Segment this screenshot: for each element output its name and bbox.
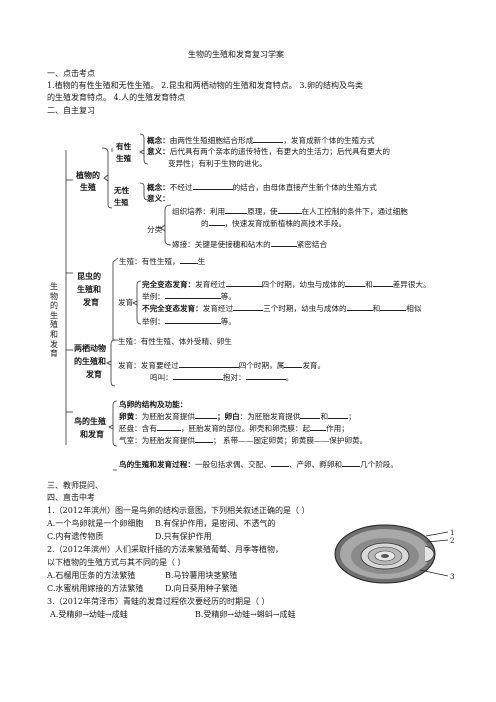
- insect-label-2: 生殖和: [77, 284, 101, 294]
- insect-develop-label: 发育: [118, 298, 134, 307]
- egg-disc: 胚盘：含有，胚胎发育的部位。卵壳和卵壳膜：起作用；: [119, 424, 349, 433]
- section-1-line-1: 1.植物的有性生殖和无性生殖。 2.昆虫和两栖动物的生殖和发育特点。 3.卵的结…: [47, 81, 363, 90]
- sexual-label-1: 有性: [116, 142, 132, 151]
- question-2: 2.（2012年滨州）人们采取扦插的方法来繁殖葡萄、月季等植物，: [47, 545, 283, 554]
- plant-label-1: 植物的: [76, 170, 100, 180]
- amphibian-calling: 鸣叫：抱对：。: [150, 373, 294, 382]
- insect-reproduction: 生殖：有性生殖，生: [119, 257, 206, 266]
- egg-yolk-albumen: 卵黄：为胚胎发育提供；卵白：为胚胎发育提供和；: [119, 412, 356, 421]
- asexual-label-1: 无性: [114, 186, 130, 195]
- question-1-option-a: A.一个鸟卵就是一个卵细胞: [47, 519, 144, 528]
- question-2-option-a: A.石榴用压条的方法繁殖: [47, 571, 136, 580]
- question-1: 1.（2012年滨州）图一是鸟卵的结构示意图，下列相关叙述正确的是（ ）: [47, 506, 310, 515]
- complete-metamorphosis: 完全变态发育：发育经过四个时期，幼虫与成体的和差异很大。: [142, 280, 431, 289]
- classify-label: 分类: [147, 225, 163, 234]
- insect-label-1: 昆虫的: [77, 271, 101, 281]
- tissue-culture-line-2: 的，快速发育成新植株的高技术手段。: [201, 219, 347, 228]
- root-char: 生: [50, 282, 58, 291]
- sexual-concept: 概念：由两性生殖细胞结合形成，发育成新个体的生殖方式: [147, 136, 375, 145]
- amphibian-label-2: 的生殖和: [74, 356, 106, 366]
- asexual-meaning: 意义：: [147, 194, 170, 203]
- asexual-label-2: 生殖: [114, 198, 129, 207]
- sexual-meaning-2: 变异性；有利于生物的进化。: [168, 159, 267, 168]
- complete-example: 举例：等。: [142, 292, 236, 301]
- question-1-option-c: C.内有遗传物质: [47, 532, 104, 541]
- incomplete-metamorphosis: 不完全变态发育：发育经过三个时期，幼虫与成体的和相似: [142, 304, 422, 313]
- section-1-line-2: 的生殖发育特点。 4.人的生殖发育特点: [47, 93, 186, 102]
- root-char: 育: [50, 349, 58, 359]
- section-3-heading: 三、教师提问、: [47, 481, 103, 490]
- egg-structure-figure: [330, 518, 460, 590]
- egg-structure-title: 鸟卵的结构及功能：: [119, 400, 188, 409]
- asexual-concept: 概念：不经过的结合，由母体直接产生新个体的生殖方式: [147, 183, 377, 192]
- bird-process: 鸟的生殖和发育过程：一般包括求偶、交配、、产卵、孵卵和几个阶段。: [119, 460, 398, 469]
- amphibian-development: 发育：发育要经过四个时期，属发育。: [118, 361, 326, 370]
- insect-label-3: 发育: [83, 297, 99, 307]
- section-4-heading: 四、直击中考: [47, 493, 95, 502]
- page-title: 生物的生殖和发育复习学案: [188, 50, 284, 59]
- question-2-option-c: C.水蜜桃用嫁接的方法繁殖: [47, 584, 144, 593]
- egg-label-3: 3: [450, 572, 455, 581]
- question-3-option-a: A.受精卵→幼蛙→成蛙: [50, 610, 128, 619]
- bird-label-1: 鸟的生殖: [74, 416, 106, 426]
- grafting-line: 嫁接：关键是使接穗和砧木的紧密结合: [172, 240, 328, 249]
- root-char: 殖: [50, 320, 58, 330]
- section-1-heading: 一、点击考点: [47, 69, 95, 78]
- root-char: 和: [50, 329, 58, 339]
- tissue-culture-line-1: 组织培养：利用原理，使在人工控制的条件下，通过细胞: [172, 207, 408, 216]
- root-char: 生: [50, 310, 58, 320]
- section-2-heading: 二、自主复习: [47, 106, 95, 115]
- root-char: 发: [50, 339, 58, 349]
- question-1-option-b: B.有保护作用，是密闭、不透气的: [155, 519, 276, 528]
- bird-label-2: 和发育: [80, 429, 104, 439]
- question-1-option-d: D.只有保护作用: [155, 532, 212, 541]
- question-2-option-d: D.向日葵用种子繁殖: [165, 584, 238, 593]
- amphibian-label-3: 发育: [86, 369, 102, 379]
- egg-label-2: 2: [450, 536, 455, 545]
- question-2-line-2: 以下植物的生殖方式与其不同的是（ ）: [47, 558, 186, 567]
- incomplete-example: 举例：等。: [142, 317, 236, 326]
- root-char: 的: [50, 301, 58, 311]
- amphibian-label-1: 两栖动物: [74, 343, 106, 353]
- plant-label-2: 生殖: [80, 182, 96, 192]
- root-char: 物: [50, 291, 58, 301]
- sexual-label-2: 生殖: [116, 154, 132, 163]
- question-3: 3.（2012年菏泽市）青蛙的发育过程依次要经历的时期是（ ）: [47, 597, 270, 606]
- egg-label-1: 1: [450, 528, 455, 537]
- question-2-option-b: B.马铃薯用块茎繁殖: [165, 571, 238, 580]
- sexual-meaning: 意义：后代具有两个亲本的遗传特性，有更大的生活力；后代具有更大的: [147, 147, 390, 156]
- question-3-option-b: B.受精卵→幼蛙→蝌蚪→成蛙: [195, 610, 296, 619]
- amphibian-reproduction: 生殖：有性生殖、体外受精、卵生: [118, 337, 232, 346]
- root-label: 生 物 的 生 殖 和 发 育: [48, 282, 60, 359]
- egg-air-chamber: 气室：为胚胎发育提供； 系带——固定卵黄；卵黄膜——保护卵黄。: [119, 436, 368, 445]
